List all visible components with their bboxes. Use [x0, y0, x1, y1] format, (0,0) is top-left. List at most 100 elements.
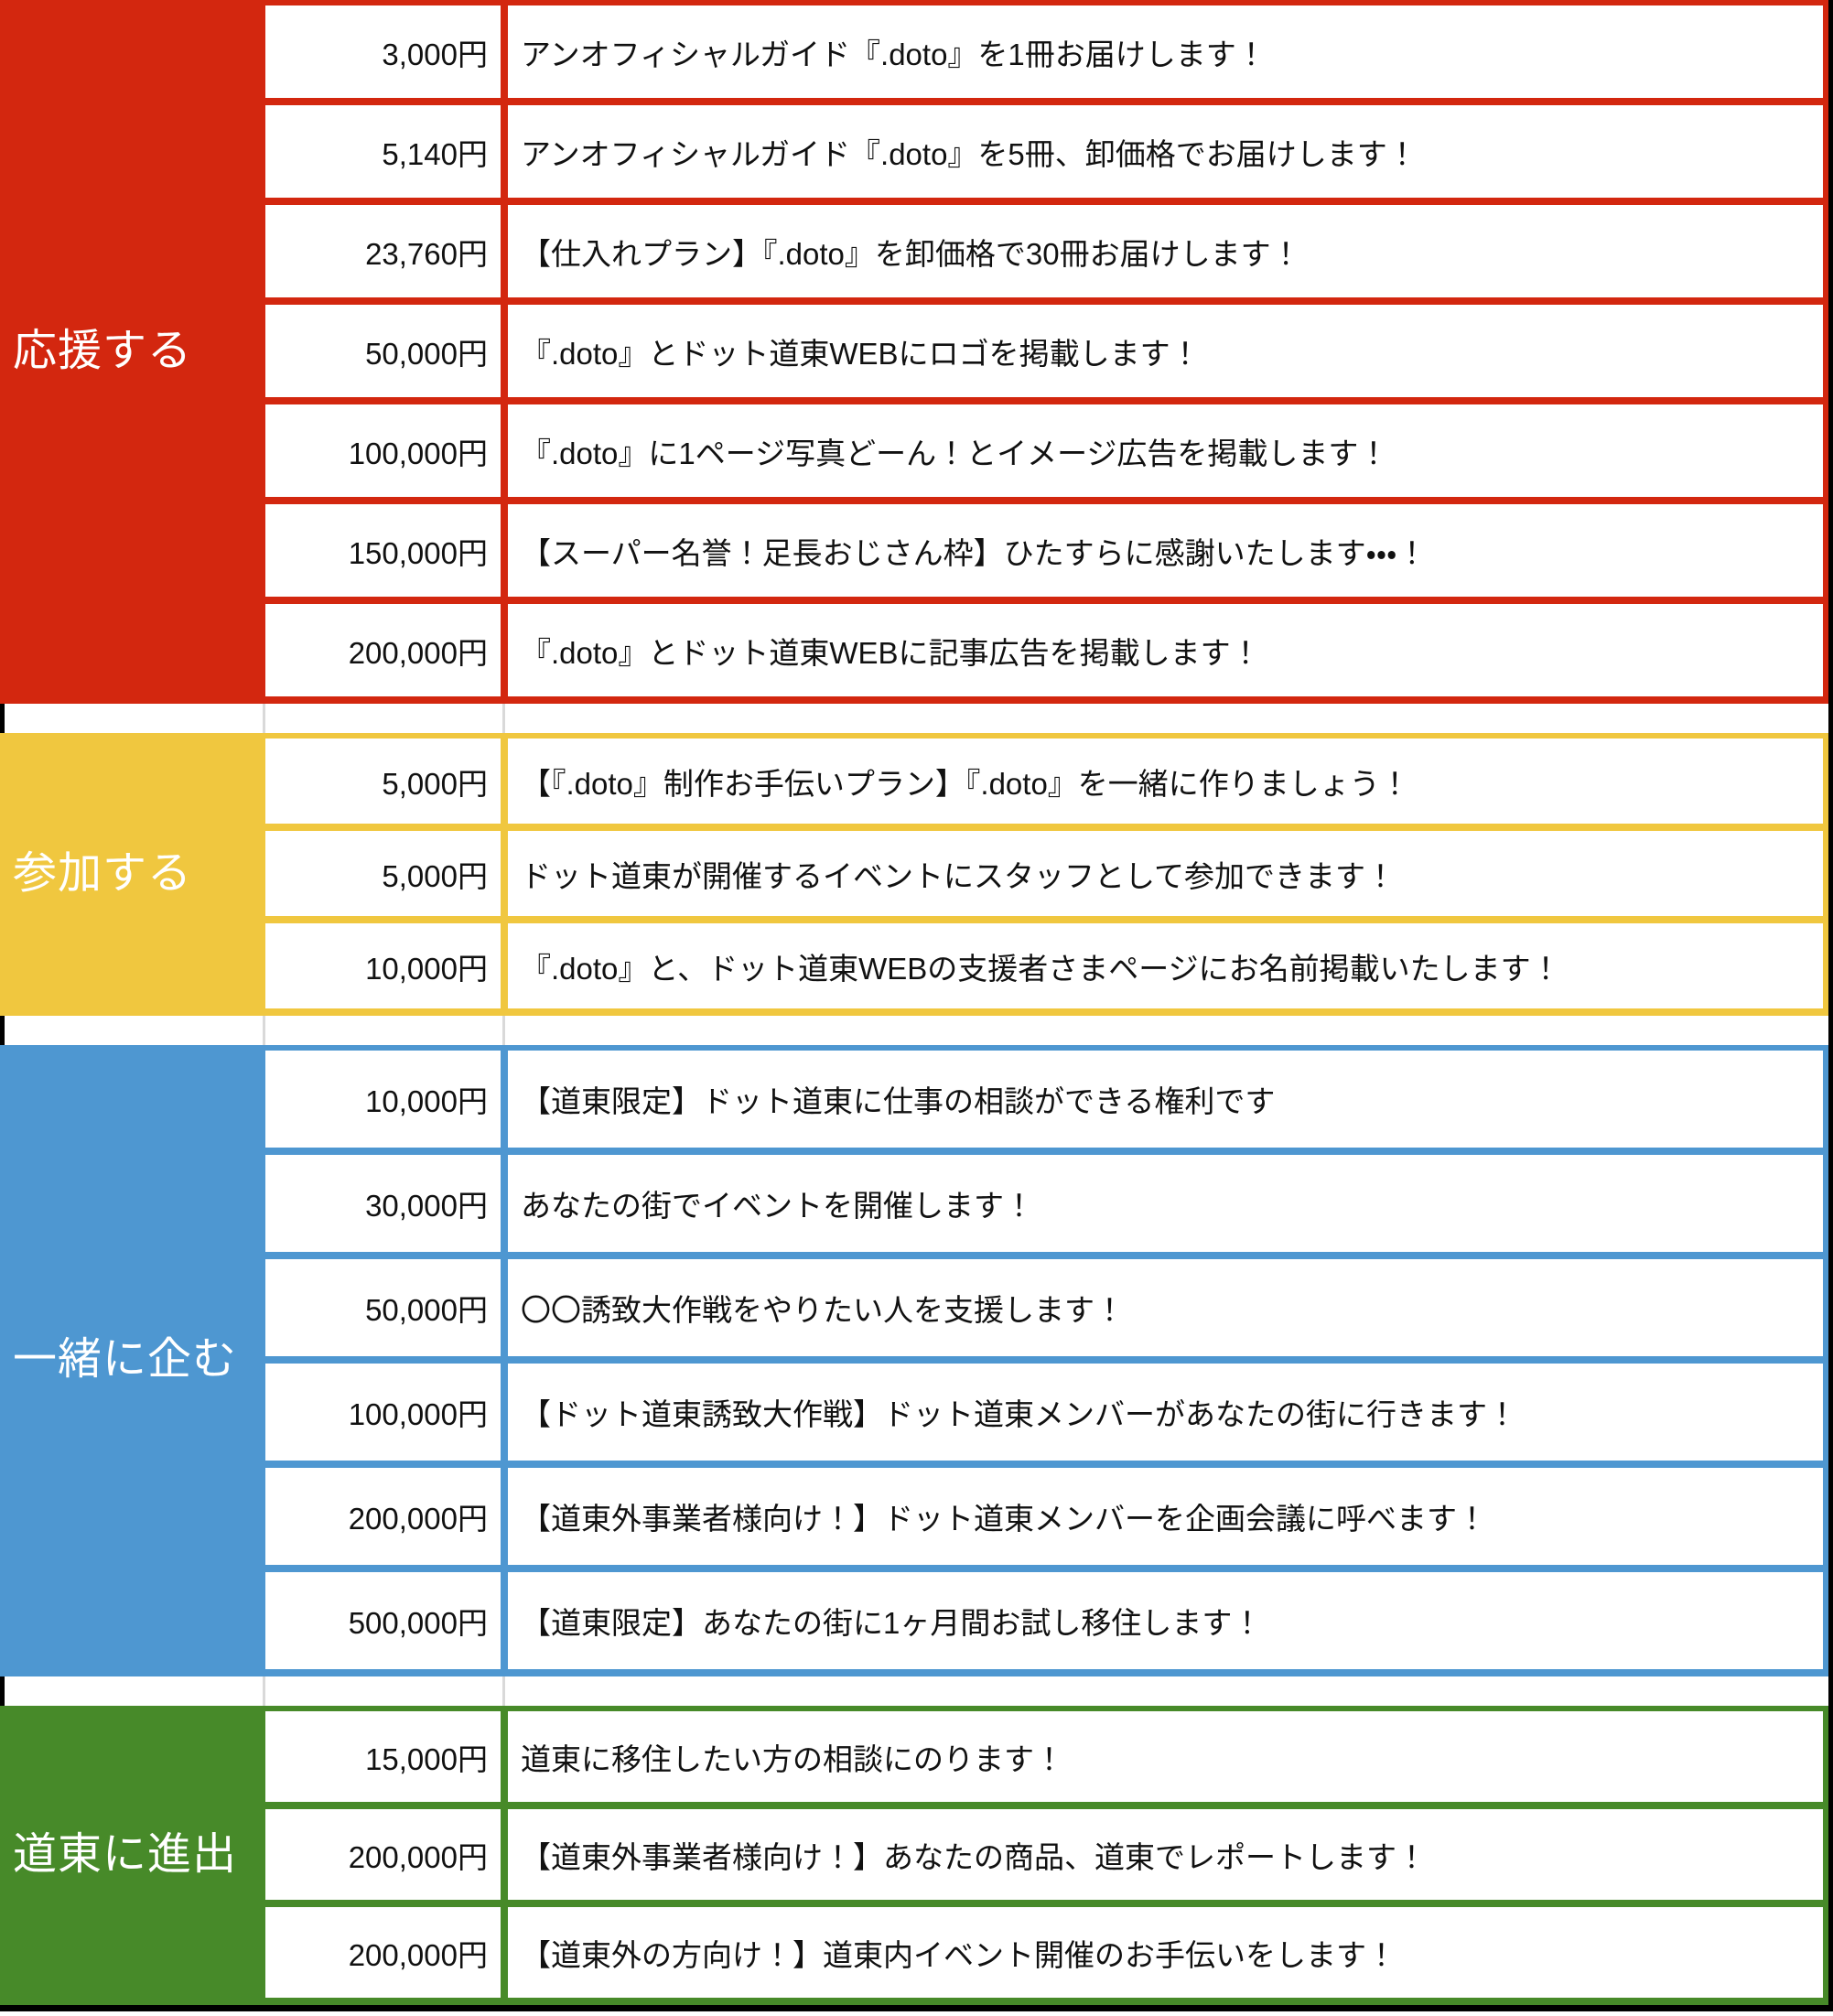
cell-divider — [501, 1051, 508, 1148]
price-cell: 100,000円 — [265, 404, 501, 497]
cell-divider — [501, 1711, 508, 1802]
table-row: 10,000円 【道東限定】ドット道東に仕事の相談ができる権利です — [265, 1051, 1823, 1148]
description-cell: アンオフィシャルガイド『.doto』を5冊、卸価格でお届けします！ — [508, 105, 1823, 198]
left-border-mark — [0, 704, 5, 733]
table-row: 200,000円 【道東外事業者様向け！】ドット道東メンバーを企画会議に呼べます… — [265, 1468, 1823, 1565]
table-row: 23,760円 【仕入れプラン】『.doto』を卸価格で30冊お届けします！ — [265, 205, 1823, 297]
cell-divider — [501, 5, 508, 98]
section-label-column: 参加する — [0, 738, 265, 1008]
table-row: 5,140円 アンオフィシャルガイド『.doto』を5冊、卸価格でお届けします！ — [265, 105, 1823, 198]
section-rows: 5,000円 【『.doto』制作お手伝いプラン】『.doto』を一緒に作りまし… — [265, 738, 1823, 1008]
table-row: 200,000円 『.doto』とドット道東WEBに記事広告を掲載します！ — [265, 604, 1823, 696]
price-cell: 30,000円 — [265, 1155, 501, 1252]
price-cell: 15,000円 — [265, 1711, 501, 1802]
column-grid-line — [502, 1676, 505, 1706]
table-row: 15,000円 道東に移住したい方の相談にのります！ — [265, 1711, 1823, 1802]
column-grid-line — [502, 704, 505, 733]
price-cell: 200,000円 — [265, 1809, 501, 1900]
price-cell: 5,140円 — [265, 105, 501, 198]
section-join: 参加する 5,000円 【『.doto』制作お手伝いプラン】『.doto』を一緒… — [0, 733, 1828, 1016]
section-label: 応援する — [13, 326, 193, 375]
description-cell: 『.doto』とドット道東WEBに記事広告を掲載します！ — [508, 604, 1823, 696]
price-cell: 50,000円 — [265, 305, 501, 397]
cell-divider — [501, 404, 508, 497]
price-cell: 500,000円 — [265, 1572, 501, 1669]
cell-divider — [501, 305, 508, 397]
cell-divider — [501, 1572, 508, 1669]
section-plot: 一緒に企む 10,000円 【道東限定】ドット道東に仕事の相談ができる権利です … — [0, 1045, 1828, 1676]
price-cell: 200,000円 — [265, 604, 501, 696]
description-cell: あなたの街でイベントを開催します！ — [508, 1155, 1823, 1252]
section-rows: 3,000円 アンオフィシャルガイド『.doto』を1冊お届けします！ 5,14… — [265, 5, 1823, 696]
description-cell: 【スーパー名誉！足長おじさん枠】ひたすらに感謝いたします・・・！ — [508, 504, 1823, 597]
cell-divider — [501, 105, 508, 198]
section-gap — [0, 704, 1828, 733]
cell-divider — [501, 738, 508, 824]
cell-divider — [501, 923, 508, 1008]
table-row: 100,000円 『.doto』に1ページ写真どーん！とイメージ広告を掲載します… — [265, 404, 1823, 497]
description-cell: 【道東限定】あなたの街に1ヶ月間お試し移住します！ — [508, 1572, 1823, 1669]
price-cell: 10,000円 — [265, 1051, 501, 1148]
section-label-column: 応援する — [0, 5, 265, 696]
table-row: 5,000円 ドット道東が開催するイベントにスタッフとして参加できます！ — [265, 831, 1823, 916]
section-label-column: 道東に進出 — [0, 1711, 265, 1998]
cell-divider — [501, 831, 508, 916]
section-support: 応援する 3,000円 アンオフィシャルガイド『.doto』を1冊お届けします！… — [0, 0, 1828, 704]
table-row: 50,000円 〇〇誘致大作戦をやりたい人を支援します！ — [265, 1259, 1823, 1356]
description-cell: アンオフィシャルガイド『.doto』を1冊お届けします！ — [508, 5, 1823, 98]
section-rows: 10,000円 【道東限定】ドット道東に仕事の相談ができる権利です 30,000… — [265, 1051, 1823, 1669]
section-label: 一緒に企む — [13, 1335, 238, 1385]
table-row: 200,000円 【道東外事業者様向け！】あなたの商品、道東でレポートします！ — [265, 1809, 1823, 1900]
description-cell: 『.doto』と、ドット道東WEBの支援者さまページにお名前掲載いたします！ — [508, 923, 1823, 1008]
cell-divider — [501, 1809, 508, 1900]
price-cell: 23,760円 — [265, 205, 501, 297]
section-gap — [0, 1676, 1828, 1706]
section-label: 道東に進出 — [13, 1829, 238, 1879]
description-cell: 【道東外の方向け！】道東内イベント開催のお手伝いをします！ — [508, 1907, 1823, 1998]
section-expand: 道東に進出 15,000円 道東に移住したい方の相談にのります！ 200,000… — [0, 1706, 1828, 2005]
column-grid-line — [502, 1016, 505, 1045]
cell-divider — [501, 1155, 508, 1252]
cell-divider — [501, 1468, 508, 1565]
description-cell: 『.doto』に1ページ写真どーん！とイメージ広告を掲載します！ — [508, 404, 1823, 497]
description-cell: 【仕入れプラン】『.doto』を卸価格で30冊お届けします！ — [508, 205, 1823, 297]
column-grid-line — [263, 704, 265, 733]
section-label-column: 一緒に企む — [0, 1051, 265, 1669]
price-cell: 100,000円 — [265, 1364, 501, 1461]
cell-divider — [501, 1364, 508, 1461]
section-rows: 15,000円 道東に移住したい方の相談にのります！ 200,000円 【道東外… — [265, 1711, 1823, 1998]
price-cell: 200,000円 — [265, 1907, 501, 1998]
table-row: 5,000円 【『.doto』制作お手伝いプラン】『.doto』を一緒に作りまし… — [265, 738, 1823, 824]
price-cell: 3,000円 — [265, 5, 501, 98]
price-cell: 150,000円 — [265, 504, 501, 597]
left-border-mark — [0, 1016, 5, 1045]
table-row: 100,000円 【ドット道東誘致大作戦】ドット道東メンバーがあなたの街に行きま… — [265, 1364, 1823, 1461]
description-cell: 【ドット道東誘致大作戦】ドット道東メンバーがあなたの街に行きます！ — [508, 1364, 1823, 1461]
description-cell: 〇〇誘致大作戦をやりたい人を支援します！ — [508, 1259, 1823, 1356]
description-cell: 【道東限定】ドット道東に仕事の相談ができる権利です — [508, 1051, 1823, 1148]
description-cell: 【道東外事業者様向け！】ドット道東メンバーを企画会議に呼べます！ — [508, 1468, 1823, 1565]
description-cell: ドット道東が開催するイベントにスタッフとして参加できます！ — [508, 831, 1823, 916]
section-gap — [0, 1016, 1828, 1045]
description-cell: 『.doto』とドット道東WEBにロゴを掲載します！ — [508, 305, 1823, 397]
table-row: 200,000円 【道東外の方向け！】道東内イベント開催のお手伝いをします！ — [265, 1907, 1823, 1998]
price-cell: 5,000円 — [265, 738, 501, 824]
column-grid-line — [263, 1676, 265, 1706]
table-row: 3,000円 アンオフィシャルガイド『.doto』を1冊お届けします！ — [265, 5, 1823, 98]
table-row: 150,000円 【スーパー名誉！足長おじさん枠】ひたすらに感謝いたします・・・… — [265, 504, 1823, 597]
price-cell: 200,000円 — [265, 1468, 501, 1565]
table-row: 500,000円 【道東限定】あなたの街に1ヶ月間お試し移住します！ — [265, 1572, 1823, 1669]
price-cell: 5,000円 — [265, 831, 501, 916]
cell-divider — [501, 1907, 508, 1998]
description-cell: 道東に移住したい方の相談にのります！ — [508, 1711, 1823, 1802]
left-border-mark — [0, 1676, 5, 1706]
description-cell: 【『.doto』制作お手伝いプラン】『.doto』を一緒に作りましょう！ — [508, 738, 1823, 824]
section-label: 参加する — [13, 848, 193, 898]
cell-divider — [501, 205, 508, 297]
table-row: 50,000円 『.doto』とドット道東WEBにロゴを掲載します！ — [265, 305, 1823, 397]
column-grid-line — [263, 1016, 265, 1045]
cell-divider — [501, 604, 508, 696]
cell-divider — [501, 1259, 508, 1356]
description-cell: 【道東外事業者様向け！】あなたの商品、道東でレポートします！ — [508, 1809, 1823, 1900]
